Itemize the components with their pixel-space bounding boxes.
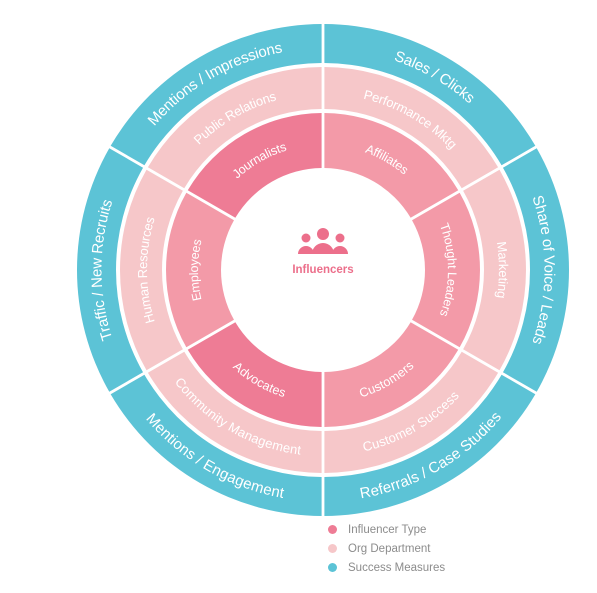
middle-ring-segment [147,351,322,473]
middle-ring-segment [324,351,499,473]
legend-item-org-department: Org Department [328,539,445,558]
outer-ring [76,24,570,516]
inner-ring-segment [412,192,480,348]
legend-label: Influencer Type [348,523,427,536]
outer-ring-segment [76,148,144,392]
center: Influencers [292,228,354,276]
middle-ring-segment [147,67,322,189]
inner-ring-segment [324,113,459,218]
inner-ring-label: Employees [187,238,205,302]
inner-ring-segment [187,322,322,427]
outer-ring-segment [110,24,322,166]
legend-dot [328,563,337,572]
middle-ring-segment [119,169,183,371]
people-group-icon [298,228,348,254]
inner-ring-segment [324,322,459,427]
legend-label: Org Department [348,542,431,555]
legend-dot [328,525,337,534]
middle-ring-segment [463,169,527,371]
middle-ring-label: Marketing [494,241,511,300]
middle-ring-label: Human Resources [134,214,157,325]
legend-dot [328,544,337,553]
legend-item-success-measures: Success Measures [328,558,445,577]
center-label: Influencers [292,264,353,276]
outer-ring-segment [324,24,536,166]
middle-ring-segment [324,67,499,189]
legend-label: Success Measures [348,561,446,574]
legend: Influencer Type Org Department Success M… [328,520,445,577]
middle-ring [119,67,527,473]
outer-ring-segment [110,374,322,516]
inner-ring-segment [187,113,322,218]
outer-ring-segment [324,374,536,516]
inner-ring-segment [166,192,234,348]
outer-ring-segment [502,148,570,392]
legend-item-influencer-type: Influencer Type [328,520,445,539]
inner-ring [166,113,480,427]
